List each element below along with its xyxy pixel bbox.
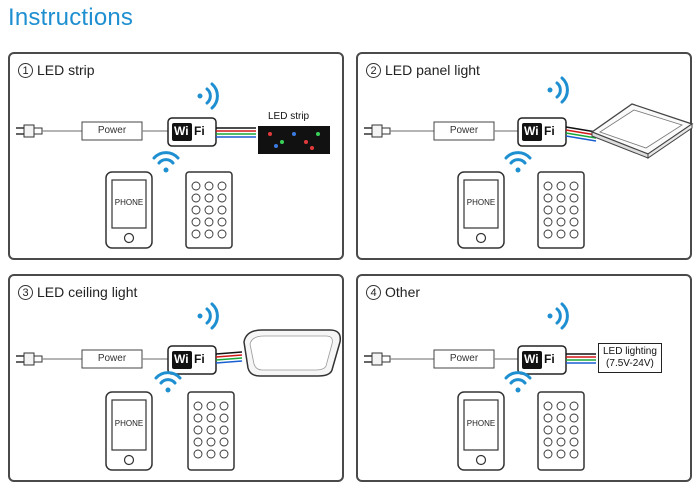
wifi-logo-wi: Wi	[524, 124, 539, 138]
wifi-logo-fi: Fi	[194, 352, 205, 366]
phone-label: PHONE	[466, 198, 496, 207]
phone-icon	[457, 391, 505, 471]
remote-control-icon	[537, 391, 585, 471]
led-lighting-box: LED lighting (7.5V-24V)	[598, 343, 662, 373]
wifi-signal-icon	[197, 302, 219, 330]
remote-control-icon	[187, 391, 235, 471]
panel-title: LED ceiling light	[37, 284, 138, 300]
power-label: Power	[97, 353, 127, 364]
remote-control-icon	[537, 171, 585, 249]
remote-control-icon	[185, 171, 233, 249]
wifi-controller-icon	[517, 117, 567, 147]
panel-label: 2 LED panel light	[366, 62, 480, 78]
panel-number: 4	[366, 285, 381, 300]
power-label: Power	[449, 353, 479, 364]
panel-other: 4 Other	[356, 274, 692, 482]
connection-diagram	[16, 302, 342, 471]
plug-icon	[364, 352, 391, 366]
rgb-wires	[566, 353, 596, 364]
wifi-controller-icon	[167, 117, 217, 147]
wifi-signal-icon	[197, 82, 219, 110]
wifi-logo-fi: Fi	[544, 352, 555, 366]
wifi-signal-icon	[547, 76, 569, 104]
phone-label: PHONE	[114, 419, 144, 428]
plug-icon	[16, 124, 43, 138]
wifi-signal-icon	[547, 302, 569, 330]
phone-label: PHONE	[114, 198, 144, 207]
wifi-signal-icon	[504, 371, 532, 393]
panel-number: 3	[18, 285, 33, 300]
phone-icon	[105, 391, 153, 471]
page-title: Instructions	[8, 4, 134, 31]
phone-icon	[105, 171, 153, 249]
led-panel-light-device	[590, 103, 694, 159]
wifi-logo-wi: Wi	[174, 352, 189, 366]
panel-title: Other	[385, 284, 421, 300]
plug-icon	[364, 124, 391, 138]
wifi-logo-fi: Fi	[194, 124, 205, 138]
rgb-wires	[565, 126, 597, 142]
power-label: Power	[97, 125, 127, 136]
panel-title: LED strip	[37, 62, 95, 78]
panel-number: 1	[18, 63, 33, 78]
panel-led-ceiling-light: 3 LED ceiling light	[8, 274, 344, 482]
panel-title: LED panel light	[385, 62, 480, 78]
device-label-line: LED lighting	[603, 346, 657, 357]
wifi-logo-fi: Fi	[544, 124, 555, 138]
wifi-logo-wi: Wi	[174, 124, 189, 138]
rgb-wires	[215, 351, 243, 364]
wifi-logo-wi: Wi	[524, 352, 539, 366]
wifi-controller-icon	[167, 345, 217, 375]
panel-number: 2	[366, 63, 381, 78]
panel-label: 3 LED ceiling light	[18, 284, 137, 300]
plug-icon	[16, 352, 43, 366]
panel-led-panel-light: 2 LED panel light	[356, 52, 694, 260]
panel-label: 4 Other	[366, 284, 420, 300]
connection-diagram	[364, 302, 596, 471]
power-label: Power	[449, 125, 479, 136]
led-ceiling-light-device	[243, 329, 342, 377]
wifi-signal-icon	[154, 371, 182, 393]
wifi-signal-icon	[152, 151, 180, 173]
phone-label: PHONE	[466, 419, 496, 428]
phone-icon	[457, 171, 505, 249]
led-strip-device	[258, 126, 330, 154]
connection-diagram	[16, 82, 330, 249]
device-label-line: (7.5V-24V)	[606, 358, 654, 369]
connection-diagram	[364, 76, 694, 249]
rgb-wires	[216, 127, 256, 138]
panel-label: 1 LED strip	[18, 62, 95, 78]
wifi-controller-icon	[517, 345, 567, 375]
device-label: LED strip	[268, 111, 310, 122]
wifi-signal-icon	[504, 151, 532, 173]
